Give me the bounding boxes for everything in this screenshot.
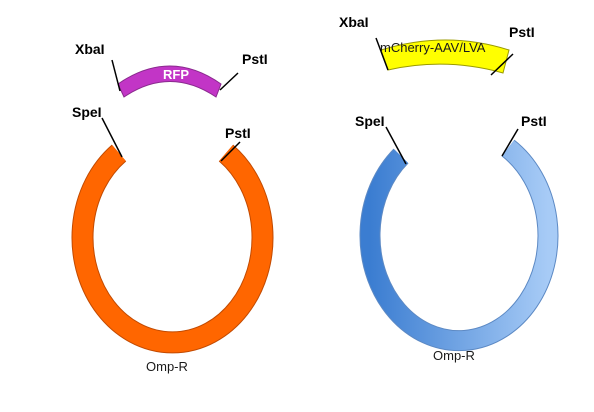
right-insert-xbai-cut [375, 37, 389, 71]
left-insert-arc [117, 65, 222, 98]
right-backbone: SpeI PstI Omp-R [355, 113, 559, 363]
left-construct: RFP XbaI PstI SpeI PstI Omp-R [71, 41, 274, 374]
right-insert-psti-label: PstI [509, 24, 535, 40]
left-backbone-ring-fill [72, 145, 273, 353]
right-backbone-psti-cut [501, 128, 519, 157]
left-insert-fragment: RFP XbaI PstI [75, 41, 268, 98]
right-insert-label: mCherry-AAV/LVA [380, 40, 486, 55]
right-backbone-spei-cut [385, 126, 407, 165]
left-insert-psti-label: PstI [242, 51, 268, 67]
left-insert-xbai-label: XbaI [75, 41, 105, 57]
left-backbone-spei-cut [101, 117, 123, 158]
right-insert-xbai-label: XbaI [339, 14, 369, 30]
left-backbone-psti-label: PstI [225, 125, 251, 141]
left-insert-xbai-cut [111, 59, 121, 92]
right-insert-psti-cut [490, 53, 514, 76]
right-backbone-spei-label: SpeI [355, 113, 385, 129]
left-insert-label: RFP [163, 67, 189, 82]
left-insert-psti-cut [219, 72, 239, 91]
right-backbone-ring-fill [360, 140, 558, 351]
right-insert-fragment: mCherry-AAV/LVA XbaI PstI [339, 14, 535, 76]
right-construct: mCherry-AAV/LVA XbaI PstI SpeI PstI Omp-… [339, 14, 559, 363]
left-backbone-psti-cut [220, 141, 241, 162]
right-backbone-label: Omp-R [433, 348, 475, 363]
left-backbone-label: Omp-R [146, 359, 188, 374]
left-backbone-spei-label: SpeI [72, 104, 102, 120]
right-backbone-psti-label: PstI [521, 113, 547, 129]
left-backbone: SpeI PstI Omp-R [71, 104, 274, 374]
